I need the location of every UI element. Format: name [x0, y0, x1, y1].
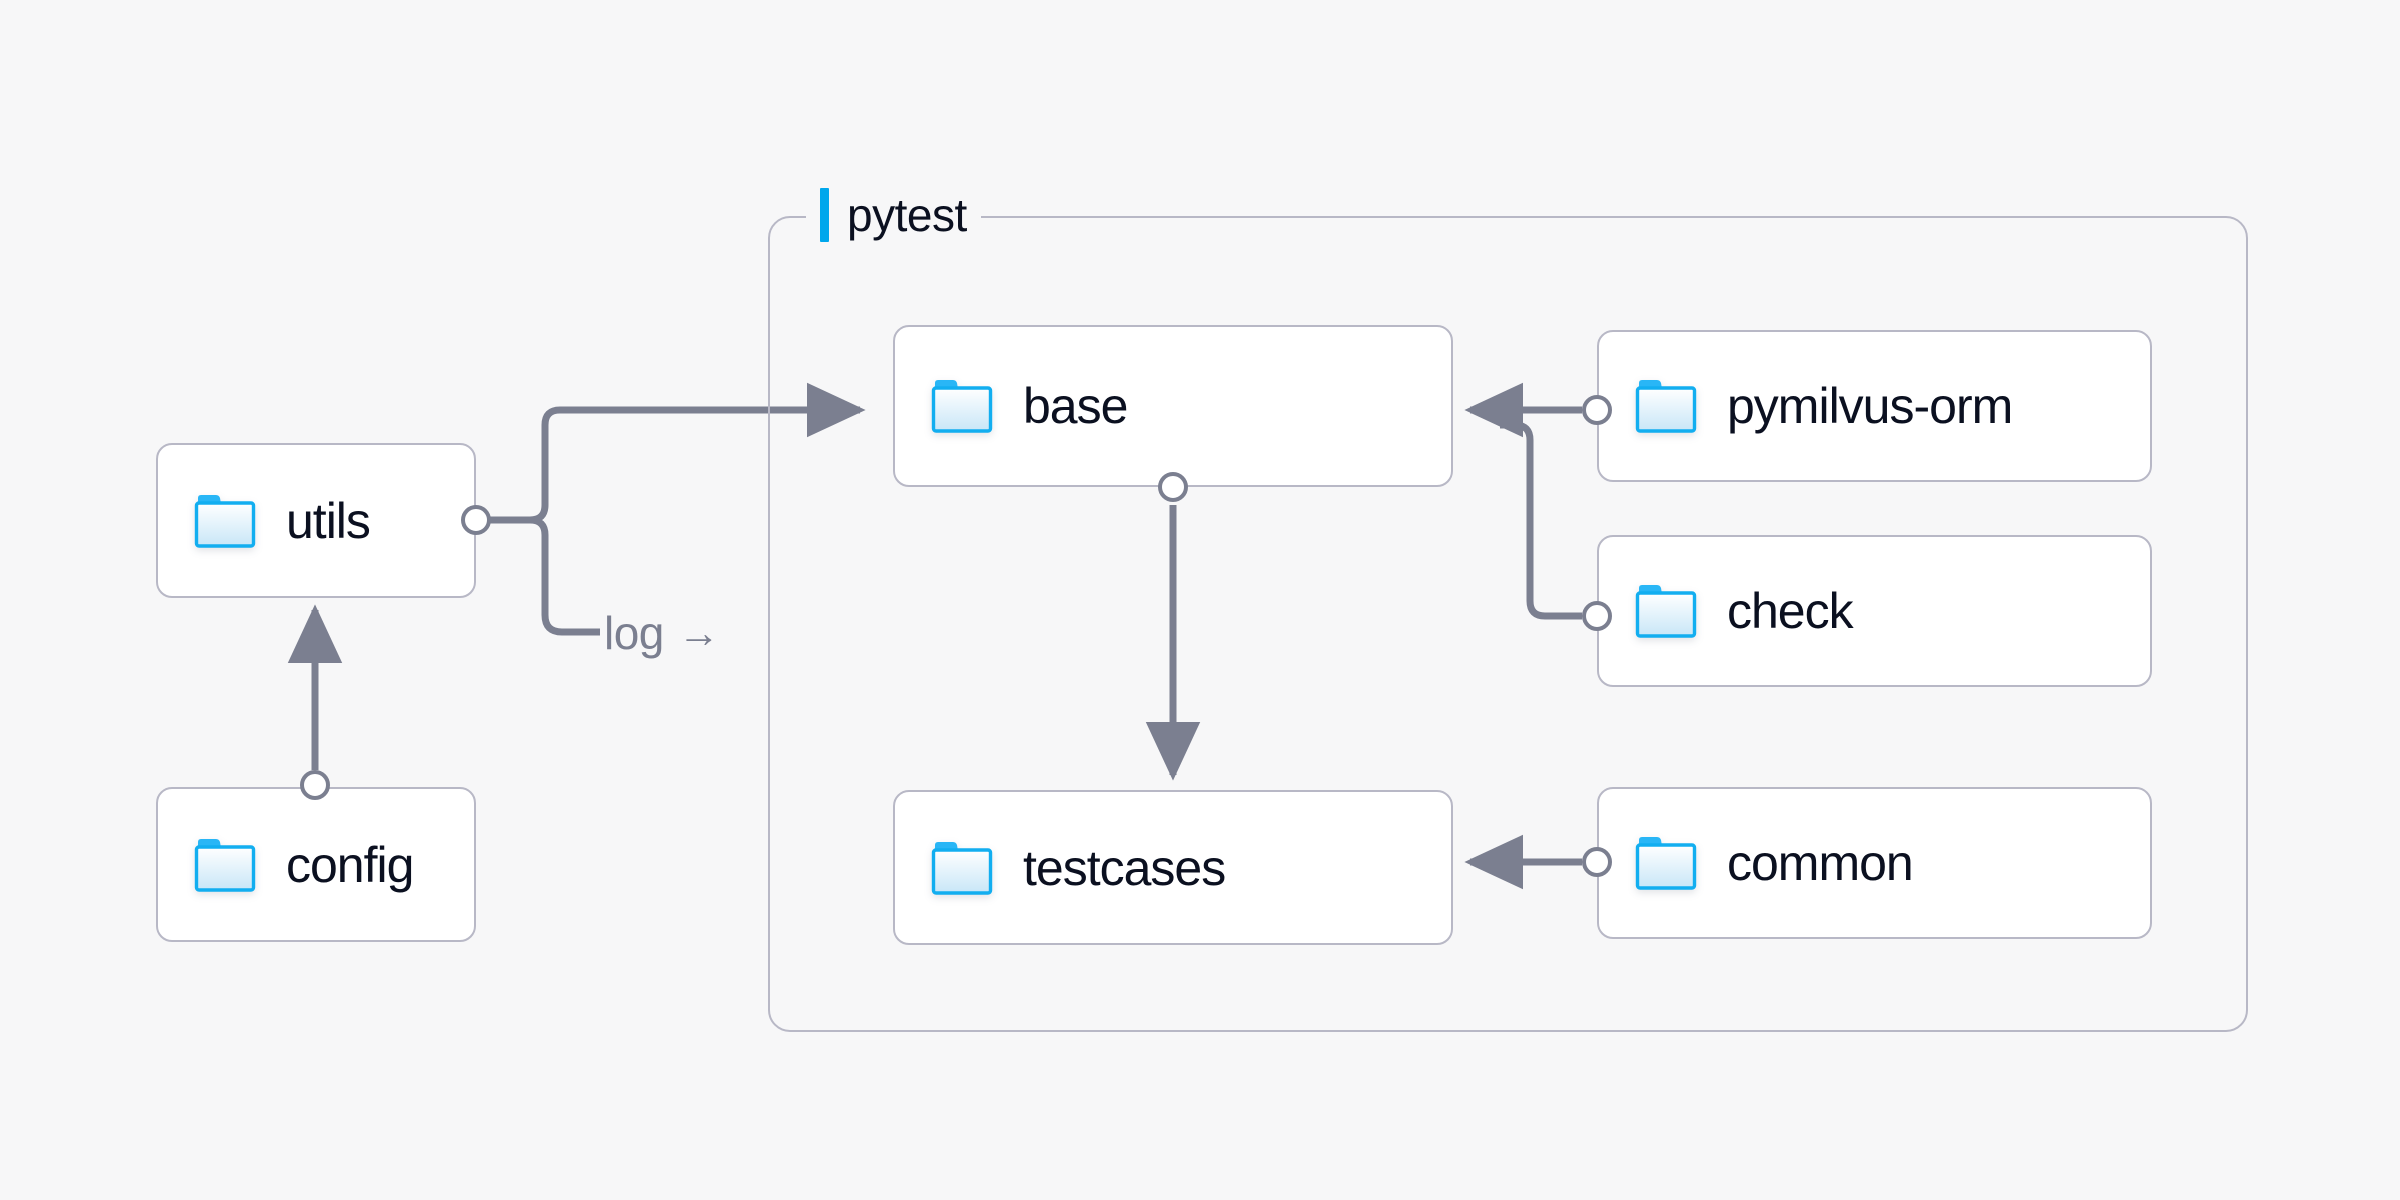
- port-pymilvus-orm-left[interactable]: [1582, 395, 1612, 425]
- edge-label-text: log: [604, 607, 664, 659]
- node-pymilvus-orm[interactable]: pymilvus-orm: [1597, 330, 2152, 482]
- group-title: pytest: [847, 189, 967, 241]
- port-check-left[interactable]: [1582, 601, 1612, 631]
- node-utils[interactable]: utils: [156, 443, 476, 598]
- node-check[interactable]: check: [1597, 535, 2152, 687]
- node-label: check: [1727, 583, 1854, 639]
- node-label: common: [1727, 835, 1914, 891]
- folder-icon: [1635, 379, 1697, 433]
- folder-icon: [1635, 836, 1697, 890]
- node-label: utils: [286, 492, 371, 549]
- node-testcases[interactable]: testcases: [893, 790, 1453, 945]
- folder-icon: [1635, 584, 1697, 638]
- port-base-bottom[interactable]: [1158, 472, 1188, 502]
- folder-icon: [931, 841, 993, 895]
- node-label: testcases: [1023, 839, 1226, 896]
- node-base[interactable]: base: [893, 325, 1453, 487]
- folder-icon: [194, 494, 256, 548]
- group-container-pytest[interactable]: [768, 216, 2248, 1032]
- edge-label-log: log →: [604, 606, 720, 660]
- node-common[interactable]: common: [1597, 787, 2152, 939]
- port-config-top[interactable]: [300, 770, 330, 800]
- group-accent-bar: [820, 188, 829, 242]
- folder-icon: [194, 838, 256, 892]
- arrow-right-icon: →: [677, 609, 720, 656]
- node-label: base: [1023, 378, 1128, 434]
- node-label: pymilvus-orm: [1727, 378, 2013, 434]
- node-label: config: [286, 836, 414, 893]
- port-utils-right[interactable]: [461, 505, 491, 535]
- group-label-pytest: pytest: [806, 186, 981, 244]
- folder-icon: [931, 379, 993, 433]
- port-common-left[interactable]: [1582, 847, 1612, 877]
- edge-utils-log: [490, 516, 600, 636]
- node-config[interactable]: config: [156, 787, 476, 942]
